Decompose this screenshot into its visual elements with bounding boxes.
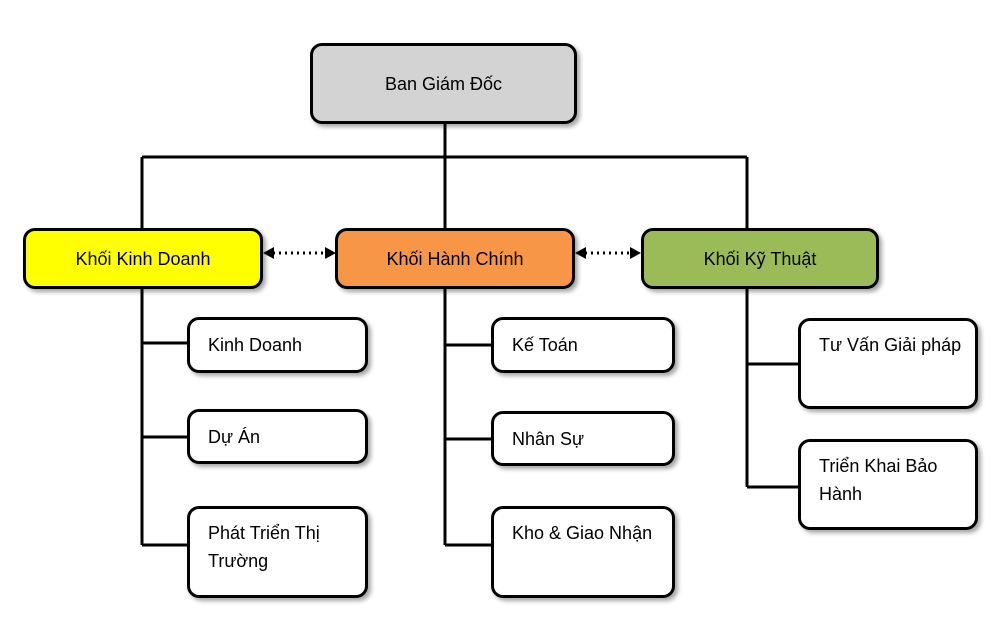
unit-label: Triển Khai Bảo Hành bbox=[819, 456, 938, 504]
unit-node: Phát Triển Thị Trường bbox=[187, 506, 368, 598]
division-node-admin: Khối Hành Chính bbox=[335, 228, 575, 289]
division-node-business: Khối Kinh Doanh bbox=[23, 228, 263, 289]
unit-label: Kế Toán bbox=[512, 335, 578, 355]
root-node-label: Ban Giám Đốc bbox=[384, 73, 503, 94]
unit-label: Kinh Doanh bbox=[208, 335, 303, 355]
division-label: Khối Kinh Doanh bbox=[75, 248, 211, 269]
unit-node: Nhân Sự bbox=[491, 411, 675, 466]
unit-node: Dự Án bbox=[187, 409, 368, 464]
unit-label: Tư Vấn Giải pháp bbox=[819, 335, 962, 355]
unit-label: Dự Án bbox=[208, 426, 261, 447]
business-admin-right-arrow bbox=[325, 247, 336, 259]
unit-label: Kho & Giao Nhận bbox=[512, 523, 653, 543]
root-node: Ban Giám Đốc bbox=[310, 43, 577, 124]
unit-node: Triển Khai Bảo Hành bbox=[798, 439, 978, 530]
admin-technical-left-arrow bbox=[575, 247, 586, 259]
unit-node: Kinh Doanh bbox=[187, 317, 368, 373]
unit-node: Tư Vấn Giải pháp bbox=[798, 318, 978, 409]
unit-label: Nhân Sự bbox=[512, 428, 585, 449]
division-label: Khối Kỹ Thuật bbox=[703, 248, 817, 269]
division-label: Khối Hành Chính bbox=[386, 248, 524, 269]
unit-label: Phát Triển Thị Trường bbox=[208, 523, 320, 571]
business-admin-left-arrow bbox=[263, 247, 274, 259]
unit-node: Kho & Giao Nhận bbox=[491, 506, 675, 598]
admin-technical-right-arrow bbox=[630, 247, 641, 259]
unit-node: Kế Toán bbox=[491, 317, 675, 373]
division-node-technical: Khối Kỹ Thuật bbox=[641, 228, 879, 289]
